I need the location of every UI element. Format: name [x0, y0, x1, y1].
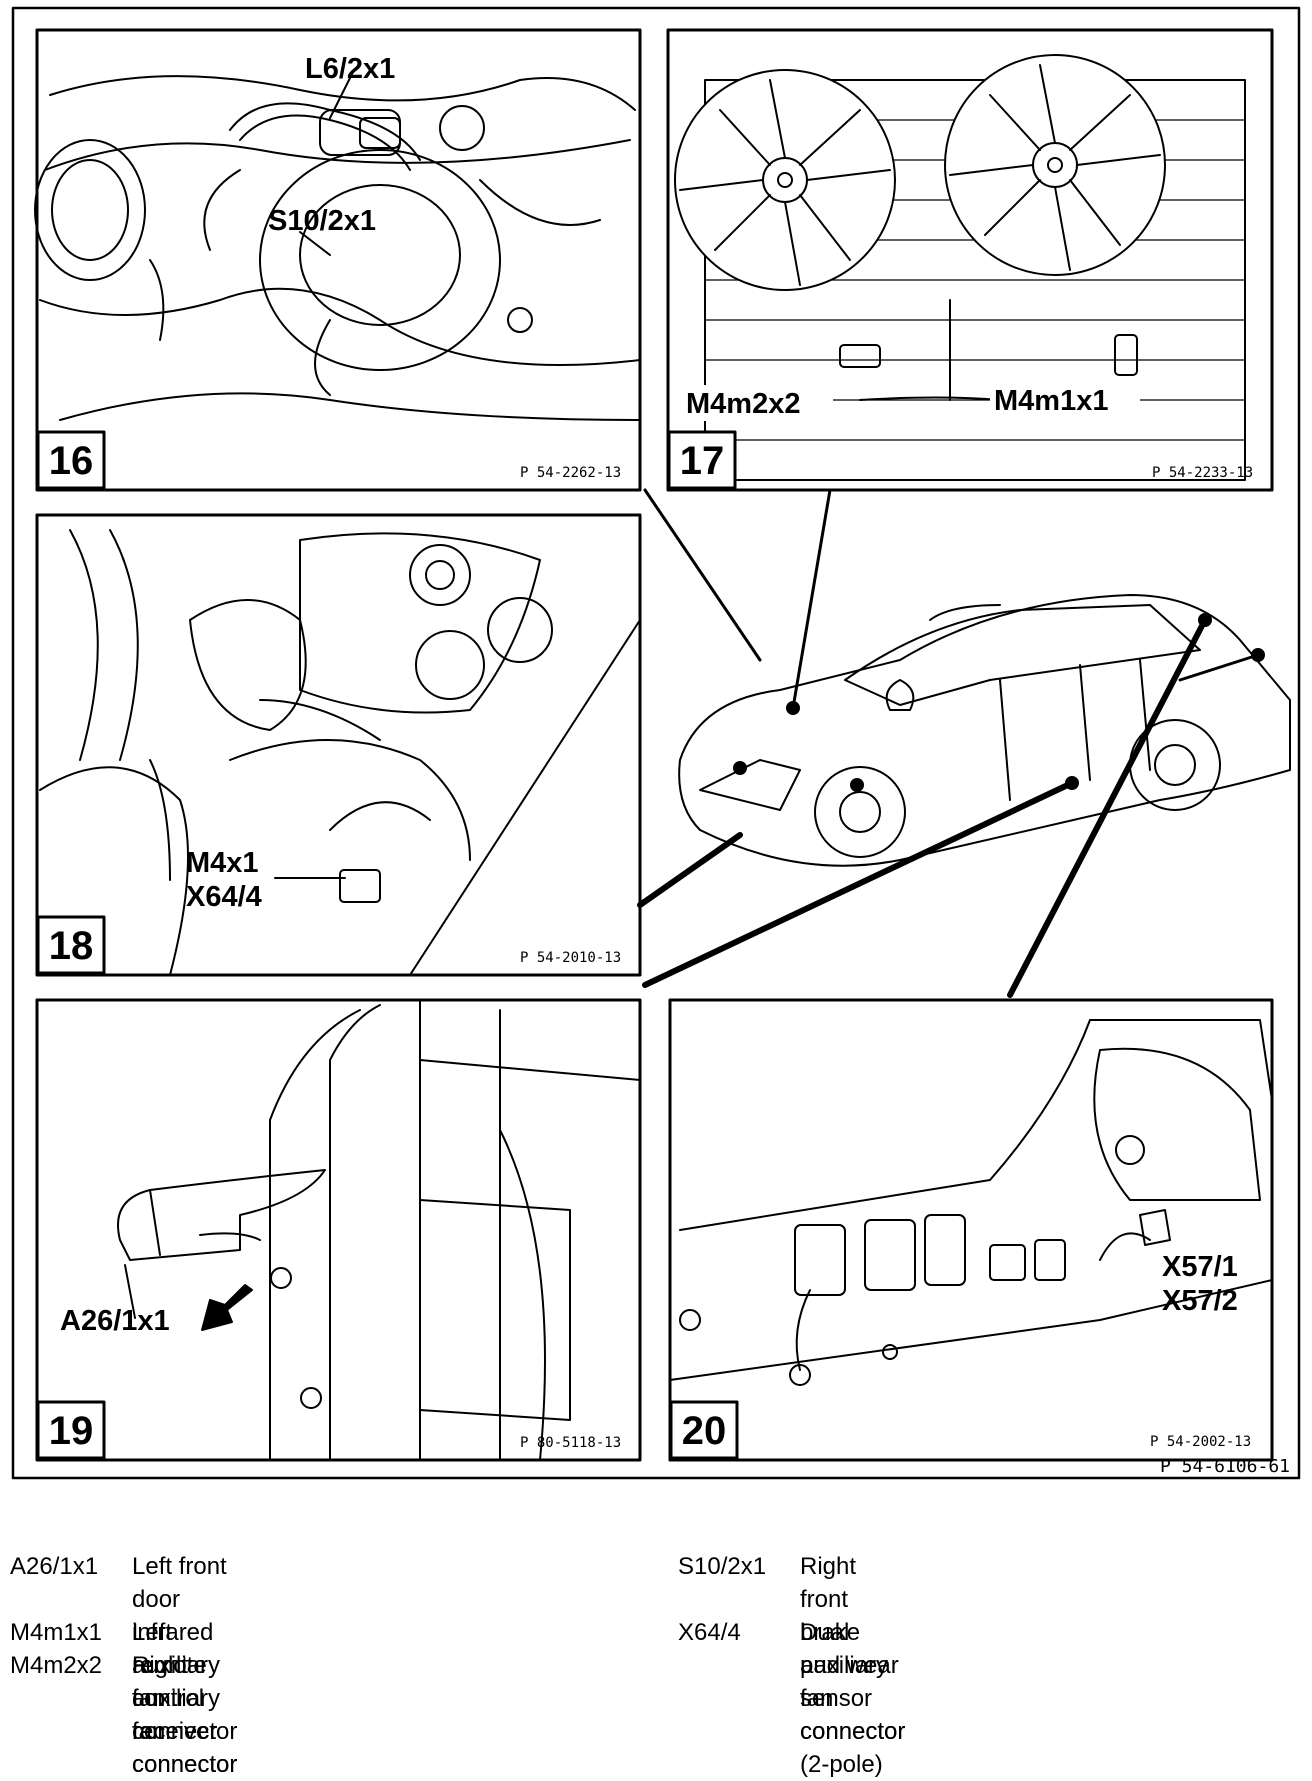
callout-m4x1: M4x1 [186, 847, 259, 879]
panel-18-ref: P 54-2010-13 [520, 950, 621, 966]
panel-16-number: 16 [49, 439, 94, 483]
callout-x57-1: X57/1 [1162, 1251, 1238, 1283]
panel-20-ref: P 54-2002-13 [1150, 1434, 1251, 1450]
panel-20: 20 P 54-2002-13 X57/1 X57/2 [668, 998, 1274, 1462]
legend-code: X64/4 [678, 1619, 741, 1646]
panel-16-ref: P 54-2262-13 [520, 465, 621, 481]
callout-m4m1x1: M4m1x1 [994, 385, 1108, 417]
callout-s10-2x1: S10/2x1 [268, 205, 376, 237]
panel-18-number: 18 [49, 924, 94, 968]
panel-17: 17 P 54-2233-13 M4m2x2 M4m1x1 [666, 28, 1274, 492]
callout-l6-2x1: L6/2x1 [305, 53, 395, 85]
callout-x57-2: X57/2 [1162, 1285, 1238, 1317]
panel-18: 18 P 54-2010-13 M4x1 X64/4 [35, 513, 642, 977]
panel-19-ref: P 80-5118-13 [520, 1435, 621, 1451]
legend-code: M4m2x2 [10, 1652, 103, 1679]
legend-code: M4m1x1 [10, 1619, 103, 1646]
legend: A26/1x1 Left front door infrared remote … [0, 1550, 1312, 1778]
panel-17-number: 17 [680, 439, 725, 483]
component-location-diagram: 16 P 54-2262-13 L6/2x1 S10/2x1 17 [11, 6, 1301, 1480]
callout-m4m2x2: M4m2x2 [686, 388, 800, 420]
callout-x64-4: X64/4 [186, 881, 262, 913]
panel-20-number: 20 [682, 1409, 727, 1453]
panel-17-ref: P 54-2233-13 [1152, 465, 1253, 481]
legend-code: S10/2x1 [678, 1553, 767, 1580]
outer-frame [11, 6, 1301, 1480]
panel-19: 19 P 80-5118-13 A26/1x1 [35, 998, 642, 1462]
callout-a26-1x1: A26/1x1 [60, 1305, 170, 1337]
legend-code: A26/1x1 [10, 1553, 99, 1580]
legend-desc: Dual auxiliary fan connector (2-pole) [800, 1619, 906, 1778]
legend-desc: Right auxiliary fan connector [132, 1652, 238, 1778]
panel-16: 16 P 54-2262-13 L6/2x1 S10/2x1 [34, 28, 642, 492]
pointer-lines [637, 488, 1260, 998]
panel-19-number: 19 [49, 1409, 94, 1453]
figure-ref: P 54-6106-61 [1160, 1456, 1290, 1477]
